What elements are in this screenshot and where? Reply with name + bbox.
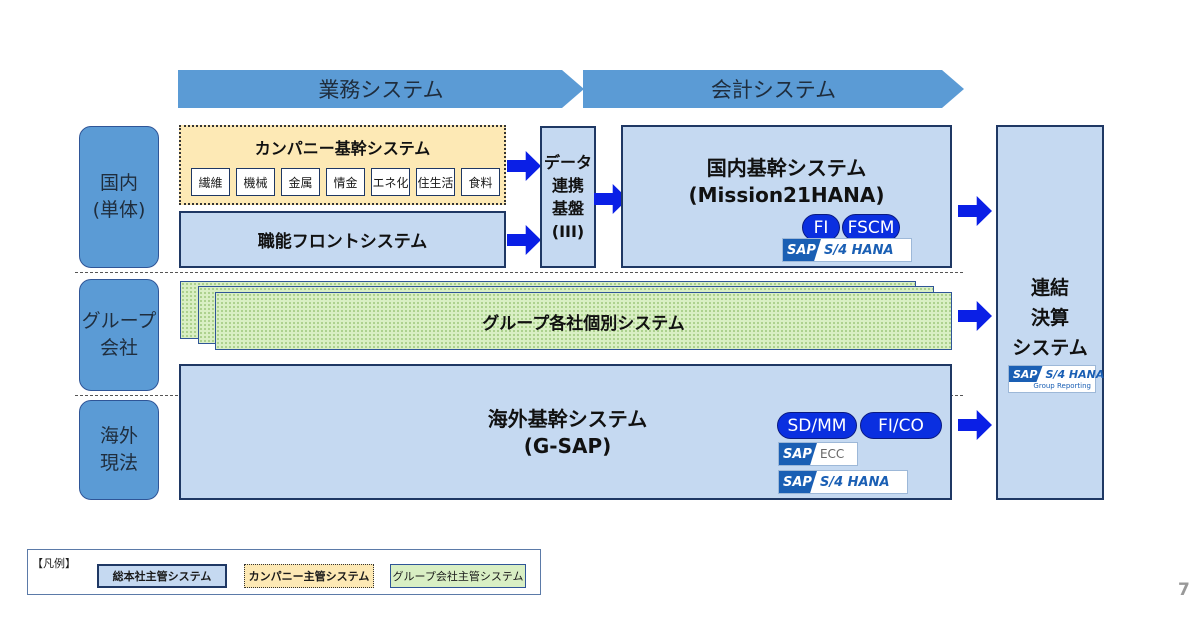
sap-s4hana-logo: SAP S/4 HANA (782, 238, 912, 262)
functional-front-system: 職能フロントシステム (179, 211, 506, 268)
sap-ecc-logo: SAP ECC (778, 442, 858, 466)
data-integration-platform-title: データ 連携 基盤 (III) (543, 153, 592, 241)
division-chip: 金属 (281, 168, 320, 196)
group-companies-systems-title: グループ各社個別システム (482, 313, 685, 334)
region-overseas: 海外 現法 (79, 400, 159, 500)
company-core-system-title: カンパニー基幹システム (254, 139, 431, 158)
module-badge-fscm: FSCM (842, 214, 900, 241)
page-number: 7 (1178, 580, 1190, 600)
functional-front-system-title: 職能フロントシステム (257, 232, 428, 252)
division-list: 繊維 機械 金属 情金 エネ化 住生活 食料 (191, 168, 500, 196)
arrow-right-icon (958, 196, 992, 226)
company-core-system: カンパニー基幹システム 繊維 機械 金属 情金 エネ化 住生活 食料 (179, 125, 506, 205)
domestic-core-system-title: 国内基幹システム (Mission21HANA) (688, 156, 885, 207)
module-badge-fi: FI (802, 214, 840, 241)
arrow-right-icon (958, 410, 992, 440)
division-chip: 食料 (461, 168, 500, 196)
legend-hq-system: 総本社主管システム (97, 564, 227, 588)
arrow-right-icon (507, 225, 541, 255)
division-chip: 機械 (236, 168, 275, 196)
module-badge-sd-mm: SD/MM (777, 412, 857, 439)
legend-group-system: グループ会社主管システム (390, 564, 526, 588)
business-systems-header: 業務システム (178, 70, 584, 108)
divider (75, 272, 963, 273)
consolidation-system: 連結 決算 システム (996, 125, 1104, 500)
legend-label: 【凡例】 (32, 557, 76, 570)
division-chip: エネ化 (371, 168, 410, 196)
region-group-companies: グループ 会社 (79, 279, 159, 391)
domestic-core-system: 国内基幹システム (Mission21HANA) (621, 125, 952, 268)
sap-group-reporting-logo: SAP S/4 HANA Group Reporting (1008, 365, 1104, 393)
overseas-core-system-title: 海外基幹システム (G-SAP) (487, 407, 648, 458)
division-chip: 住生活 (416, 168, 455, 196)
group-companies-systems: グループ各社個別システム (215, 292, 952, 350)
data-integration-platform: データ 連携 基盤 (III) (540, 126, 596, 268)
module-badge-fi-co: FI/CO (860, 412, 942, 439)
legend-company-system: カンパニー主管システム (244, 564, 374, 588)
division-chip: 繊維 (191, 168, 230, 196)
consolidation-system-title: 連結 決算 システム (1012, 277, 1088, 359)
legend: 【凡例】 総本社主管システム カンパニー主管システム グループ会社主管システム (27, 549, 541, 595)
region-domestic: 国内 (単体) (79, 126, 159, 268)
arrow-right-icon (507, 151, 541, 181)
arrow-right-icon (958, 301, 992, 331)
sap-s4hana-logo: SAP S/4 HANA (778, 470, 908, 494)
accounting-systems-header: 会計システム (583, 70, 964, 108)
division-chip: 情金 (326, 168, 365, 196)
